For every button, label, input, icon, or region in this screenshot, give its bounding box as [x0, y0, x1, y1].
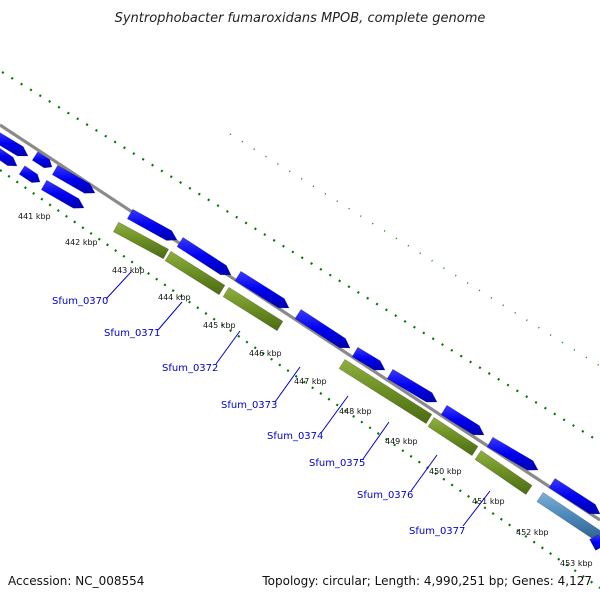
kbp-tick-track [0, 169, 600, 589]
gene-label-leader [274, 366, 301, 403]
kbp-label: 445 kbp [203, 321, 236, 330]
gene-glyph[interactable] [176, 236, 232, 276]
gene-label[interactable]: Sfum_0376 [357, 490, 413, 501]
kbp-label: 450 kbp [429, 467, 462, 476]
accession-text: Accession: NC_008554 [8, 574, 144, 588]
kbp-label: 443 kbp [112, 266, 145, 275]
gene-glyph[interactable] [486, 436, 539, 471]
gene-glyph[interactable] [40, 179, 85, 209]
kbp-label: 441 kbp [18, 212, 51, 221]
kbp-labels: 441 kbp 442 kbp 443 kbp 444 kbp 445 kbp 446 k… [18, 212, 593, 568]
gene-label[interactable]: Sfum_0372 [162, 363, 218, 374]
kbp-label: 442 kbp [65, 238, 98, 247]
gene-glyph[interactable] [164, 250, 226, 296]
gene-glyph[interactable] [222, 286, 284, 332]
gene-label-leader [105, 271, 132, 300]
outer-tick-track-2 [229, 133, 600, 367]
gene-glyph[interactable] [112, 221, 170, 260]
gene-glyph[interactable] [548, 477, 600, 515]
gene-label-leader [462, 490, 491, 527]
kbp-label: 447 kbp [294, 377, 327, 386]
gene-label-leader [320, 395, 349, 434]
gene-glyph[interactable] [0, 147, 18, 167]
gene-label-leader [362, 421, 390, 460]
gene-glyph[interactable] [51, 164, 96, 194]
gene-label[interactable]: Sfum_0373 [221, 400, 277, 411]
gene-label[interactable]: Sfum_0374 [267, 431, 323, 442]
gene-glyph[interactable] [351, 346, 386, 371]
kbp-label: 453 kbp [560, 559, 593, 568]
kbp-label: 444 kbp [158, 293, 191, 302]
gene-glyph[interactable] [126, 208, 178, 241]
gene-glyph[interactable] [427, 416, 479, 457]
gene-glyph[interactable] [338, 358, 433, 425]
gene-glyph[interactable] [31, 151, 53, 169]
gene-label-leader [157, 301, 183, 331]
gene-glyph[interactable] [0, 131, 29, 157]
gene-glyph[interactable] [536, 491, 600, 543]
gene-label[interactable]: Sfum_0375 [309, 458, 365, 469]
gene-glyph[interactable] [18, 165, 41, 183]
gene-glyph[interactable] [386, 368, 438, 403]
kbp-label: 446 kbp [249, 349, 282, 358]
kbp-label: 449 kbp [385, 437, 418, 446]
outer-tick-track [1, 71, 600, 443]
gene-label[interactable]: Sfum_0377 [409, 526, 465, 537]
gene-glyph[interactable] [234, 270, 290, 309]
gene-label[interactable]: Sfum_0371 [104, 328, 160, 339]
kbp-label: 451 kbp [472, 497, 505, 506]
gene-label[interactable]: Sfum_0370 [52, 296, 108, 307]
gene-labels: Sfum_0370Sfum_0371Sfum_0372Sfum_0373Sfum… [52, 271, 491, 537]
gene-glyphs [0, 131, 600, 551]
gene-label-leader [410, 454, 438, 492]
gene-glyph[interactable] [294, 308, 351, 349]
map-title: Syntrophobacter fumaroxidans MPOB, compl… [115, 11, 486, 26]
gene-glyph[interactable] [440, 404, 485, 436]
genome-summary-text: Topology: circular; Length: 4,990,251 bp… [261, 574, 592, 588]
kbp-label: 448 kbp [339, 407, 372, 416]
gene-glyph[interactable] [474, 450, 533, 495]
kbp-label: 452 kbp [516, 528, 549, 537]
gene-label-leader [215, 330, 241, 365]
gene-glyph[interactable] [589, 534, 600, 551]
